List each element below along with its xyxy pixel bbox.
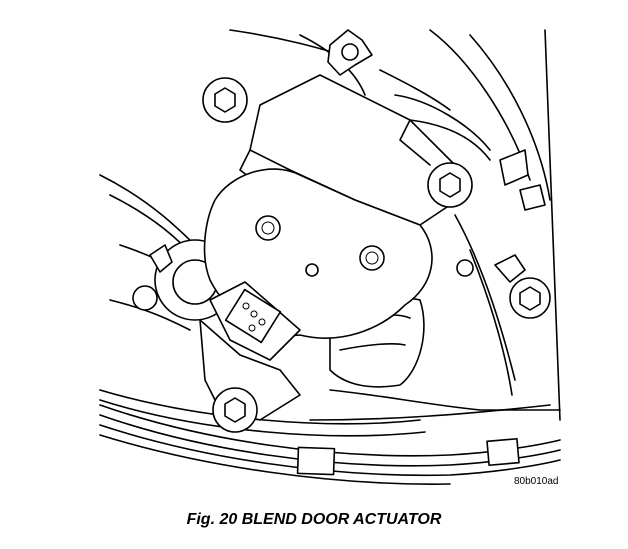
wire-harness	[99, 404, 561, 485]
figure-caption: Fig. 20 BLEND DOOR ACTUATOR	[186, 511, 442, 528]
figure-code: 80b010ad	[514, 476, 559, 487]
actuator-body	[239, 74, 456, 226]
mounting-screw-right	[427, 162, 473, 208]
mounting-screw-bottom	[212, 387, 258, 433]
retainer-clips	[327, 29, 546, 283]
mounting-screw-far-right	[509, 277, 551, 319]
actuator-connector	[209, 281, 301, 361]
mounting-screw-top-left	[202, 77, 248, 123]
